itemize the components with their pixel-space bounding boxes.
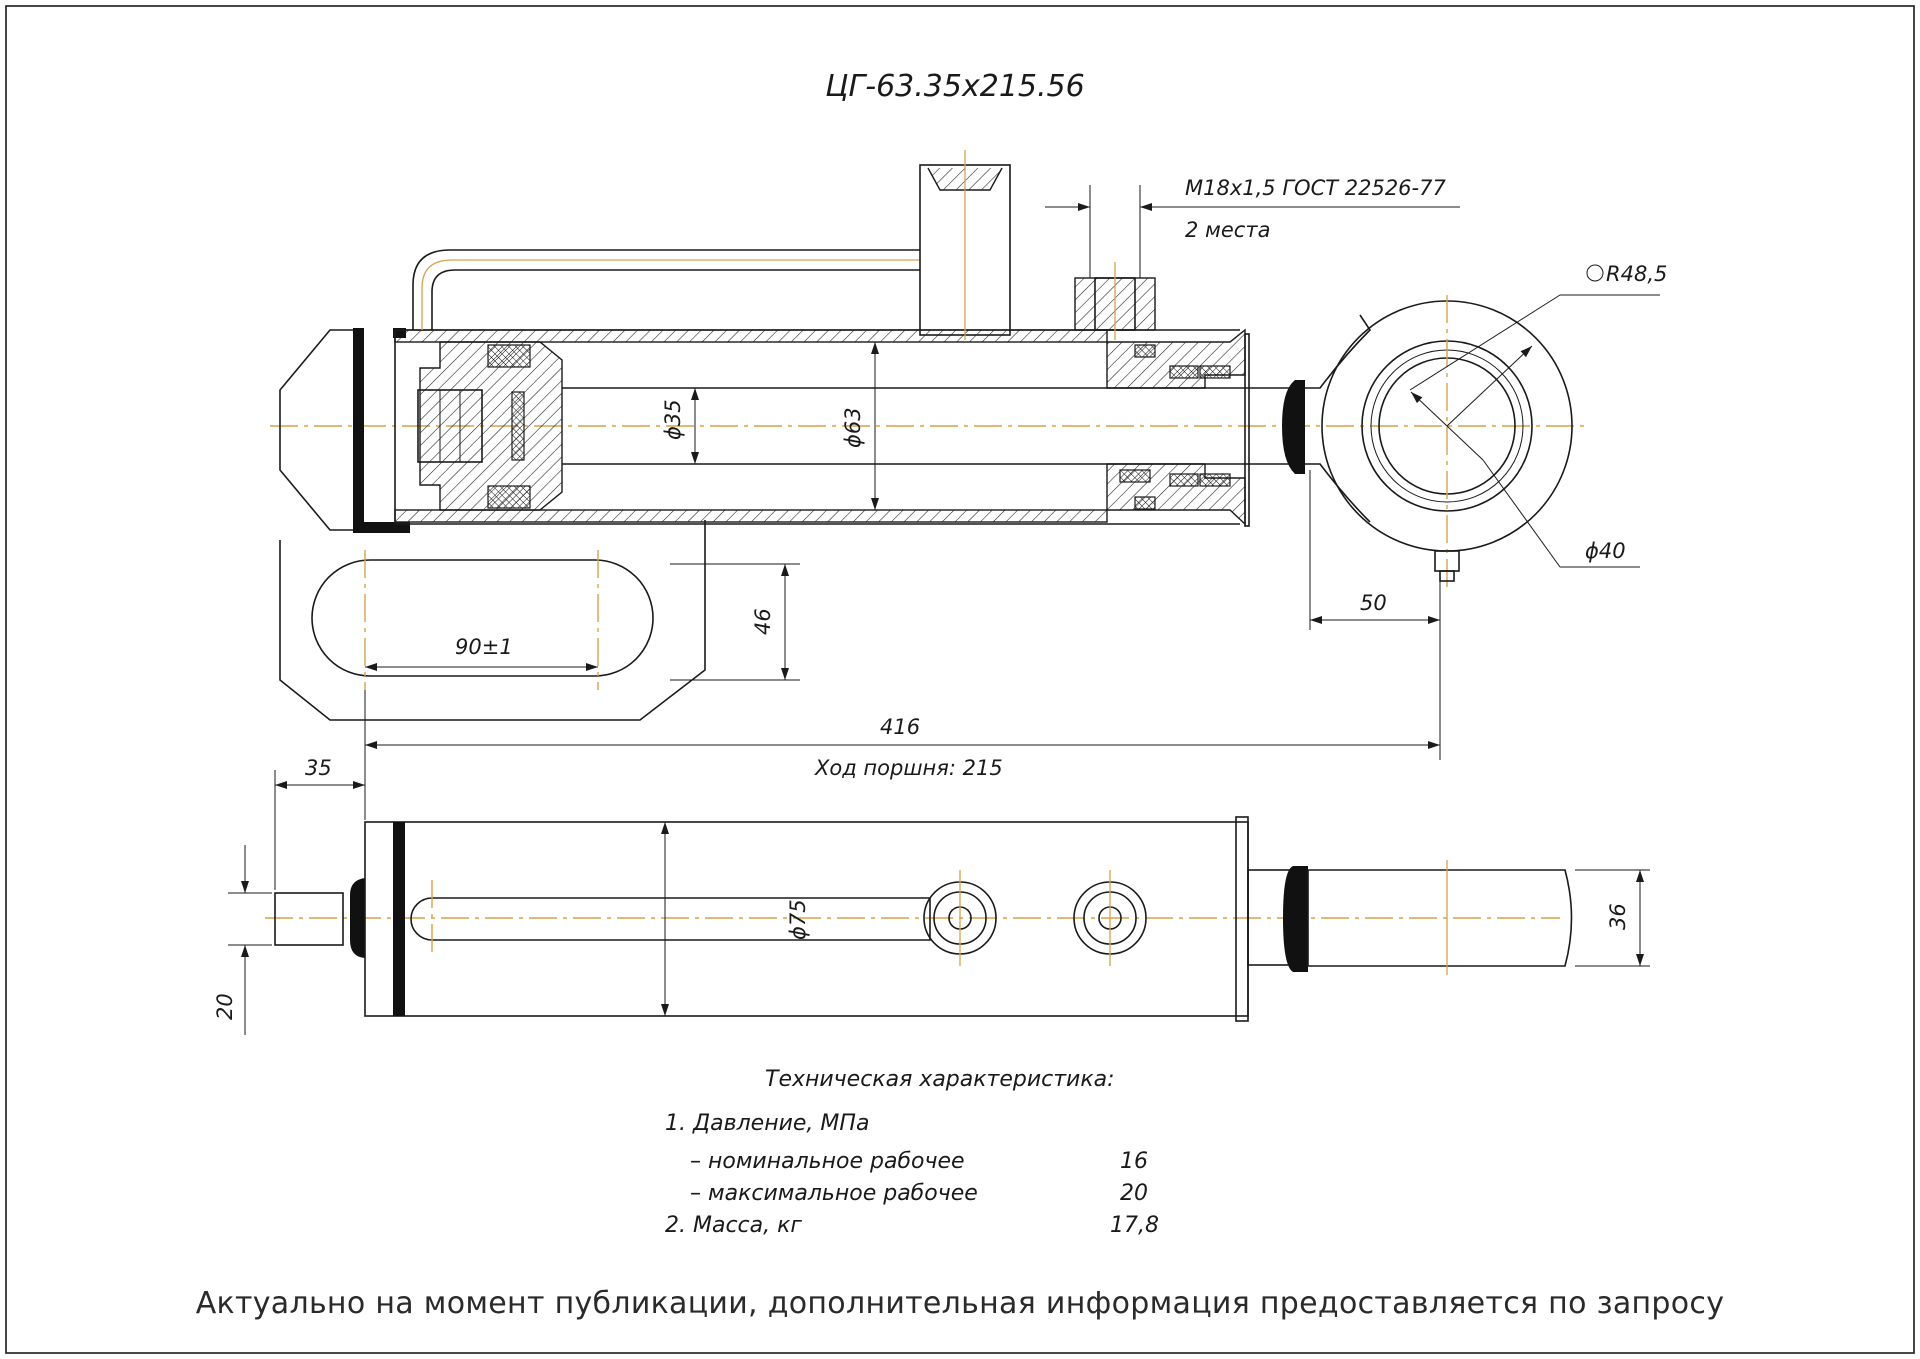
overall-length-label: 416	[880, 715, 920, 739]
nominal-pressure-value: 16	[1120, 1149, 1148, 1174]
sheet-frame	[5, 5, 1915, 1354]
port-thread-spec: М18х1,5 ГОСТ 22526-77	[1185, 176, 1446, 200]
piston	[419, 341, 563, 511]
rear-cap-outline	[279, 329, 355, 531]
specs-heading: Техническая характеристика:	[765, 1067, 1115, 1092]
rod-wiper-side	[1283, 866, 1308, 972]
footer-note: Актуально на момент публикации, дополнит…	[196, 1286, 1725, 1321]
rod-wiper	[1282, 380, 1305, 474]
eye-offset-label: 50	[1360, 591, 1387, 615]
mount-plate-outline	[279, 520, 706, 721]
pin-diameter-label: ϕ40	[1585, 539, 1626, 563]
mount-plate-view: 90±1 46	[279, 520, 800, 721]
rear-pin-seal	[350, 878, 365, 958]
body-diameter-label: ϕ75	[786, 899, 810, 940]
max-pressure-value: 20	[1120, 1181, 1148, 1206]
rod-end-width-label: 36	[1606, 903, 1630, 930]
mass-value: 17,8	[1110, 1213, 1159, 1238]
piston-seal-bottom	[487, 485, 531, 509]
rod-end-block	[1307, 869, 1573, 967]
rear-pin	[274, 892, 344, 946]
rear-cap-seal	[353, 328, 364, 533]
pressure-label: 1. Давление, МПа	[665, 1111, 869, 1136]
slot-height-label: 46	[751, 608, 775, 635]
cylinder-side-view: ϕ75 36 35 20	[213, 756, 1650, 1035]
tube-wall-bottom	[394, 509, 1108, 523]
external-pipe-outer	[412, 249, 920, 330]
cylinder-section-view: R48,5 ϕ40 М18х1,5 ГОСТ 22526-77 2 места …	[270, 150, 1667, 760]
rear-cap-band	[393, 822, 405, 1016]
tube-wall-top	[394, 329, 1108, 343]
rear-pin-width-label: 20	[213, 993, 237, 1020]
nominal-pressure-label: – номинальное рабочее	[690, 1149, 965, 1174]
radius-symbol	[1586, 264, 1604, 282]
mass-label: 2. Масса, кг	[665, 1213, 802, 1238]
slot-length-label: 90±1	[455, 635, 513, 659]
radius-label: R48,5	[1606, 262, 1667, 286]
tech-specs: Техническая характеристика: 1. Давление,…	[665, 1067, 1159, 1238]
piston-nut	[417, 389, 483, 463]
gland-top	[1106, 328, 1246, 389]
slot-outline	[311, 559, 654, 677]
stroke-label: Ход поршня: 215	[814, 756, 1003, 780]
drawing-title: ЦГ-63.35х215.56	[825, 69, 1084, 104]
bore-diameter-label: ϕ63	[841, 407, 865, 448]
rear-pin-offset-label: 35	[305, 756, 332, 780]
max-pressure-label: – максимальное рабочее	[690, 1181, 978, 1206]
rod-diameter-label: ϕ35	[661, 399, 685, 440]
external-pipe-side	[410, 897, 931, 941]
piston-seal-top	[487, 344, 531, 368]
port-count: 2 места	[1185, 218, 1270, 242]
